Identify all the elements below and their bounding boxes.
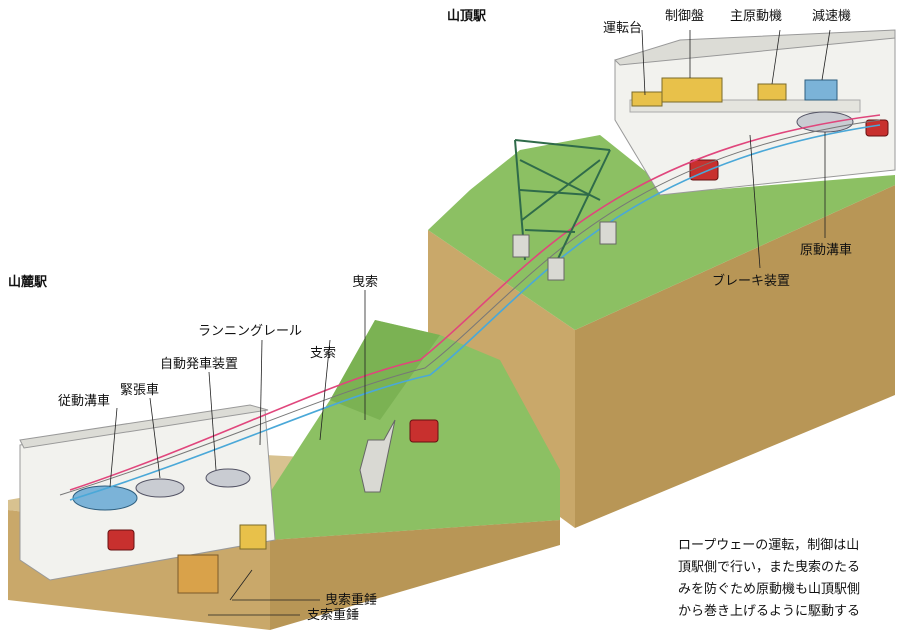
rope-blue: [69, 124, 881, 501]
summit-floor: [629, 99, 861, 113]
caption-line-4: から巻き上げるように駆動する: [678, 604, 861, 619]
caption-line-3: みを防ぐため原動機も山頂駅側: [678, 582, 861, 597]
summit-gondola-2: [865, 119, 889, 137]
tower-footing-2: [547, 257, 565, 281]
leader-lines: [109, 29, 831, 616]
summit-station-title: 山頂駅: [447, 9, 487, 24]
label-brake: ブレーキ装置: [712, 274, 791, 289]
label-auto-start: 自動発車装置: [160, 357, 239, 372]
label-main-motor: 主原動機: [730, 9, 783, 24]
base-gondola: [107, 529, 135, 551]
summit-station-roof: [614, 29, 896, 66]
summit-block-side: [575, 185, 895, 528]
haul-weight-shape: [239, 524, 267, 550]
label-track-weight: 支索重錘: [307, 608, 360, 623]
control-panel-shape: [661, 77, 723, 103]
tower-footing-1: [512, 234, 530, 258]
auto-start-shape: [205, 468, 251, 488]
track-weight-shape: [177, 554, 219, 594]
main-motor-shape: [757, 83, 787, 101]
label-haul-rope: 曳索: [352, 275, 379, 290]
reducer-shape: [804, 79, 838, 101]
label-drive-sheave: 原動溝車: [800, 243, 853, 258]
label-reducer: 減速機: [812, 9, 852, 24]
slope-support: [359, 419, 396, 493]
tension-sheave-shape: [135, 478, 185, 498]
caption-line-1: ロープウェーの運転，制御は山: [678, 538, 860, 553]
slope-gondola: [409, 419, 439, 443]
label-tension-sheave: 緊張車: [120, 383, 160, 398]
base-station-roof: [19, 404, 269, 449]
label-track-rope: 支索: [310, 346, 337, 361]
rope-gray-1: [59, 119, 881, 496]
label-control-panel: 制御盤: [665, 9, 705, 24]
tower-footing-3: [599, 221, 617, 245]
base-station-title: 山麓駅: [8, 275, 48, 290]
caption-line-2: 頂駅側で行い，また曳索のたる: [678, 560, 861, 575]
label-haul-weight: 曳索重錘: [325, 593, 378, 608]
driven-sheave-shape: [72, 485, 138, 511]
label-running-rail: ランニングレール: [198, 324, 303, 339]
summit-grass: [428, 135, 895, 330]
operator-desk-shape: [631, 91, 663, 107]
label-operator-desk: 運転台: [603, 21, 643, 36]
base-block-side: [270, 520, 560, 630]
caption: ロープウェーの運転，制御は山 頂駅側で行い，また曳索のたる みを防ぐため原動機も…: [678, 535, 900, 623]
label-driven-sheave: 従動溝車: [58, 394, 111, 409]
summit-tower: [514, 139, 611, 266]
